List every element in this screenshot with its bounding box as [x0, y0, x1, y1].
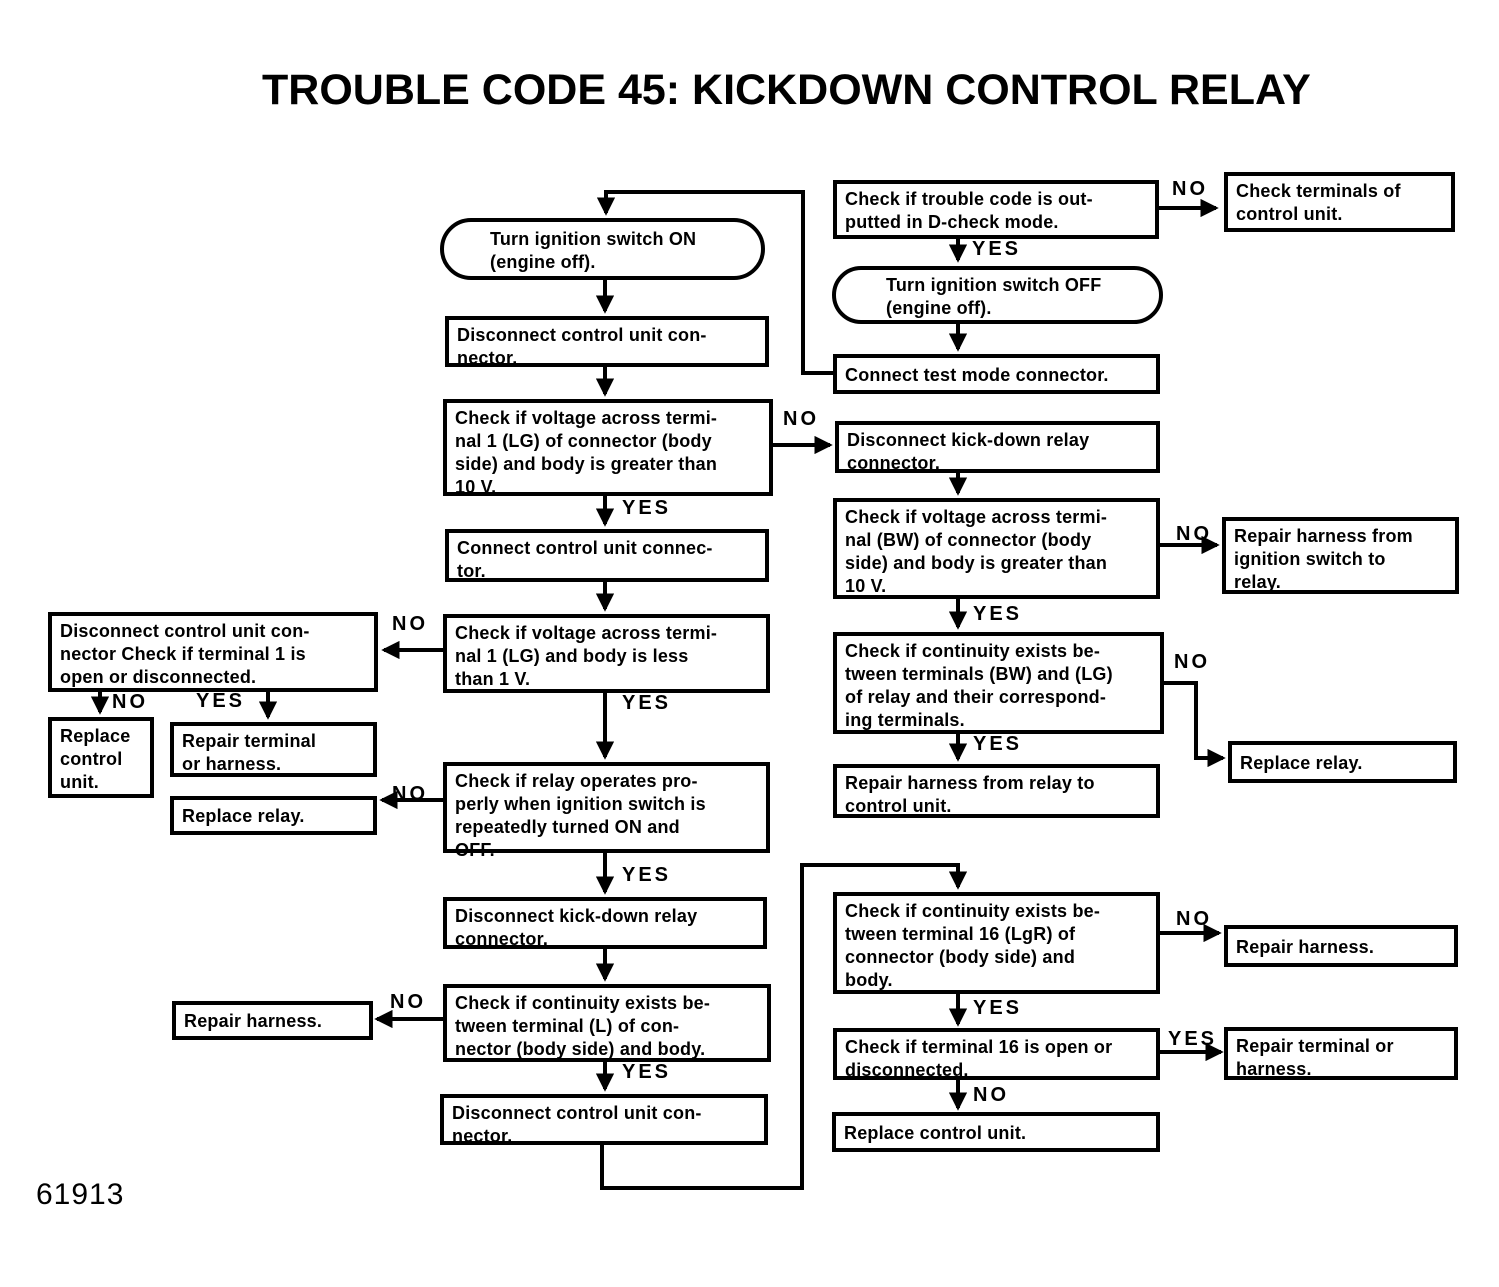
node-repair-terminal-or-harness-right: Repair terminal or harness. — [1224, 1027, 1458, 1080]
node-check-continuity-bw-lg: Check if continuity exists be- tween ter… — [833, 632, 1164, 734]
edge-label-yes: YES — [622, 864, 672, 886]
edge-label-yes: YES — [973, 733, 1023, 755]
figure-number: 61913 — [36, 1178, 125, 1211]
node-disconnect-cu-check-terminal1: Disconnect control unit con- nector Chec… — [48, 612, 378, 692]
node-check-voltage-terminal1-lt-1v: Check if voltage across termi- nal 1 (LG… — [443, 614, 770, 693]
edge-label-yes: YES — [622, 692, 672, 714]
node-turn-ignition-switch-off: Turn ignition switch OFF (engine off). — [832, 266, 1163, 324]
node-disconnect-kickdown-relay-center: Disconnect kick-down relay connector. — [443, 897, 767, 949]
edge-label-no: NO — [390, 991, 426, 1013]
node-connect-control-unit-connector: Connect control unit connec- tor. — [445, 529, 769, 582]
node-repair-harness-relay-to-cu: Repair harness from relay to control uni… — [833, 764, 1160, 818]
edge-label-yes: YES — [196, 690, 246, 712]
edge-label-no: NO — [783, 408, 819, 430]
node-check-trouble-code-d-check: Check if trouble code is out- putted in … — [833, 180, 1159, 239]
edge-label-no: NO — [112, 691, 148, 713]
edge-disconnect-cu2-to-cont-16 — [600, 863, 968, 1190]
node-repair-harness-left: Repair harness. — [172, 1001, 373, 1040]
node-repair-harness-ignition-to-relay: Repair harness from ignition switch to r… — [1222, 517, 1459, 594]
node-connect-test-mode-connector: Connect test mode connector. — [833, 354, 1160, 394]
node-disconnect-kickdown-relay-right: Disconnect kick-down relay connector. — [835, 421, 1160, 473]
edge-label-no: NO — [1176, 523, 1212, 545]
edge-label-yes: YES — [622, 1061, 672, 1083]
edge-label-no: NO — [392, 783, 428, 805]
node-replace-control-unit-right: Replace control unit. — [832, 1112, 1160, 1152]
node-disconnect-control-unit-connector-2: Disconnect control unit con- nector. — [440, 1094, 768, 1146]
edge-label-no: NO — [1176, 908, 1212, 930]
edge-label-yes: YES — [973, 603, 1023, 625]
node-repair-terminal-or-harness-left: Repair terminal or harness. — [170, 722, 377, 777]
node-check-terminal16-open: Check if terminal 16 is open or disconne… — [833, 1028, 1160, 1080]
edge-label-yes: YES — [973, 997, 1023, 1019]
node-check-relay-operates: Check if relay operates pro- perly when … — [443, 762, 770, 860]
node-check-continuity-terminal-16: Check if continuity exists be- tween ter… — [833, 892, 1160, 994]
edge-cont-bw-lg-no — [1164, 681, 1226, 768]
node-check-terminals-of-control-unit: Check terminals of control unit. — [1224, 172, 1455, 232]
page-title: TROUBLE CODE 45: KICKDOWN CONTROL RELAY — [262, 66, 1311, 114]
node-replace-relay-right: Replace relay. — [1228, 741, 1457, 783]
edge-test-mode-to-ignition-on — [596, 190, 833, 375]
node-replace-control-unit-left: Replace control unit. — [48, 717, 154, 798]
edge-label-yes: YES — [622, 497, 672, 519]
node-check-continuity-terminal-L: Check if continuity exists be- tween ter… — [443, 984, 771, 1062]
edge-label-yes: YES — [1168, 1028, 1218, 1050]
edge-label-no: NO — [1174, 651, 1210, 673]
edge-label-no: NO — [392, 613, 428, 635]
node-check-voltage-terminal-bw: Check if voltage across termi- nal (BW) … — [833, 498, 1160, 599]
edge-label-no: NO — [1172, 178, 1208, 200]
node-replace-relay-left: Replace relay. — [170, 796, 377, 835]
edge-label-no: NO — [973, 1084, 1009, 1106]
node-turn-ignition-switch-on: Turn ignition switch ON (engine off). — [440, 218, 765, 280]
node-check-voltage-terminal1-gt-10v: Check if voltage across termi- nal 1 (LG… — [443, 399, 773, 497]
node-disconnect-control-unit-connector-1: Disconnect control unit con- nector. — [445, 316, 769, 368]
edge-label-yes: YES — [972, 238, 1022, 260]
node-repair-harness-right: Repair harness. — [1224, 925, 1458, 967]
